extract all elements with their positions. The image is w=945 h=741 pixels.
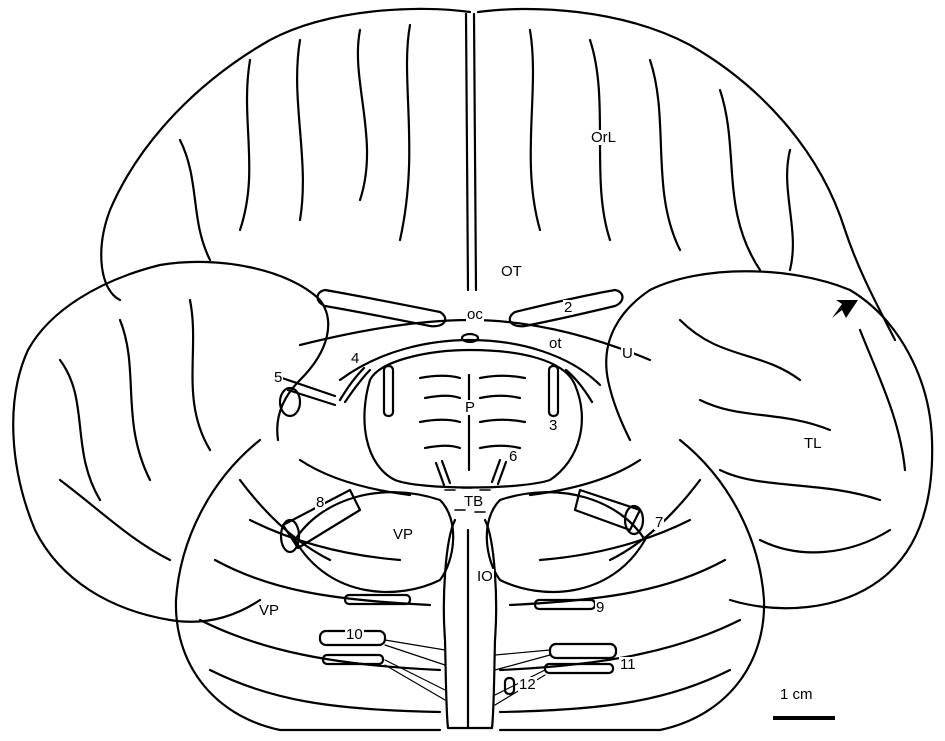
label-nerve-6: 6 bbox=[508, 448, 519, 465]
label-temporal-lobe: TL bbox=[803, 435, 823, 452]
label-nerve-2: 2 bbox=[563, 299, 574, 316]
scale-bar-label: 1 cm bbox=[780, 686, 813, 703]
label-inferior-olive: IO bbox=[476, 568, 494, 585]
label-nerve-11: 11 bbox=[619, 656, 637, 673]
label-pons: P bbox=[464, 399, 477, 416]
label-optic-chiasm: oc bbox=[466, 306, 484, 323]
label-nerve-8: 8 bbox=[315, 494, 326, 511]
label-orbital-lobe: OrL bbox=[590, 129, 618, 146]
label-optic-tract: ot bbox=[548, 335, 563, 352]
label-nerve-10: 10 bbox=[345, 626, 364, 643]
label-nerve-4: 4 bbox=[350, 350, 361, 367]
label-nerve-9: 9 bbox=[595, 599, 606, 616]
label-paraflocculus-upper: VP bbox=[392, 526, 415, 543]
label-nerve-7: 7 bbox=[654, 514, 665, 531]
label-olfactory-tubercle: OT bbox=[500, 263, 523, 280]
label-nerve-12: 12 bbox=[518, 676, 537, 693]
label-paraflocculus-lower: VP bbox=[258, 602, 281, 619]
label-trapezoid-body: TB bbox=[463, 493, 485, 510]
label-nerve-5: 5 bbox=[273, 369, 284, 386]
label-uncus: U bbox=[621, 345, 634, 362]
arrow-marker bbox=[832, 300, 858, 318]
scale-bar bbox=[773, 716, 835, 720]
label-nerve-3: 3 bbox=[548, 417, 559, 434]
